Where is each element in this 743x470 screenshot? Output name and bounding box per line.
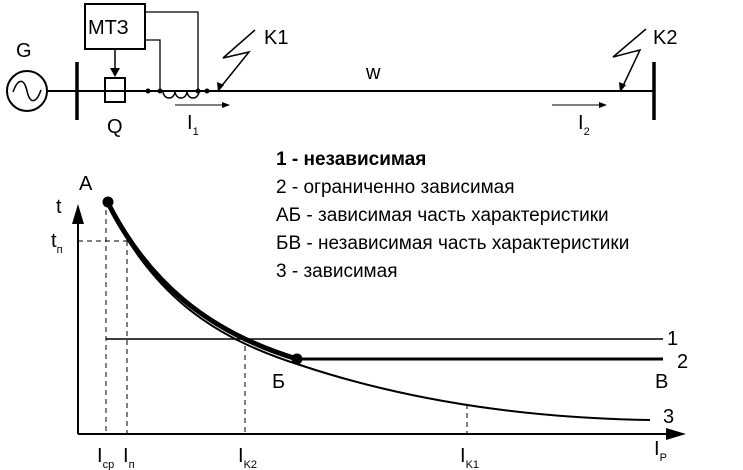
point-b-label: Б [272, 371, 285, 393]
current1-arrowhead-icon [222, 102, 230, 108]
x-label-icp: Iср [97, 445, 114, 470]
legend-item-1: 1 - независимая [276, 149, 426, 170]
legend: 1 - независимая 2 - ограниченно зависима… [276, 149, 629, 282]
one-line-schematic: G Q МТЗ I1 I2 [6, 3, 677, 138]
current1-label: I1 [187, 112, 199, 138]
curve-2-label: 2 [677, 351, 688, 373]
x-label-ip: Iп [123, 445, 135, 470]
ct-node-4 [204, 88, 210, 94]
point-v-label: В [655, 371, 668, 393]
i-axis-label: IР [654, 438, 667, 464]
point-a-marker [102, 196, 114, 208]
breaker-symbol [104, 77, 126, 103]
ct-wire-left [145, 39, 161, 91]
fault2-arrowhead-icon [619, 82, 626, 92]
ct-wire-right [145, 11, 199, 91]
i-axis-arrow-icon [666, 428, 686, 440]
legend-item-bv: БВ - независимая часть характеристики [276, 233, 629, 254]
breaker-label: Q [107, 116, 123, 138]
curve-3-label: 3 [663, 406, 674, 428]
x-label-ik1: IK1 [460, 445, 479, 470]
legend-item-2: 2 - ограниченно зависимая [276, 177, 515, 198]
line-label: w [365, 62, 381, 84]
t-axis-arrow-icon [72, 204, 84, 224]
fault2-label: K2 [653, 27, 677, 49]
fault2-lightning-icon [612, 28, 647, 89]
curve-3-dependent [105, 200, 651, 421]
legend-item-3: 3 - зависимая [276, 261, 397, 282]
point-b-marker [291, 353, 303, 365]
generator-label: G [16, 40, 32, 62]
curve-1-label: 1 [667, 328, 678, 350]
fault1-lightning-icon [219, 29, 256, 89]
relay-label: МТЗ [88, 17, 129, 39]
ct-coil-icon [162, 90, 200, 99]
trip-arrow-icon [110, 68, 120, 77]
ct-node-1 [145, 88, 151, 94]
legend-item-ab: АБ - зависимая часть характеристики [276, 205, 609, 226]
point-a-label: A [79, 173, 93, 195]
x-label-ik2: IK2 [238, 445, 257, 470]
ct-node-2 [157, 88, 163, 94]
fault1-label: K1 [264, 27, 288, 49]
current2-label: I2 [578, 112, 590, 138]
curve-2-dependent-part [105, 201, 298, 362]
current2-arrowhead-icon [599, 102, 607, 108]
time-current-graph: t tп A Б В 1 2 3 Iср Iп IK2 IK1 IР [51, 173, 688, 470]
tp-label: tп [51, 230, 63, 256]
generator-sine-icon [12, 80, 42, 102]
fault1-arrowhead-icon [217, 82, 224, 92]
t-axis-label: t [56, 196, 62, 218]
